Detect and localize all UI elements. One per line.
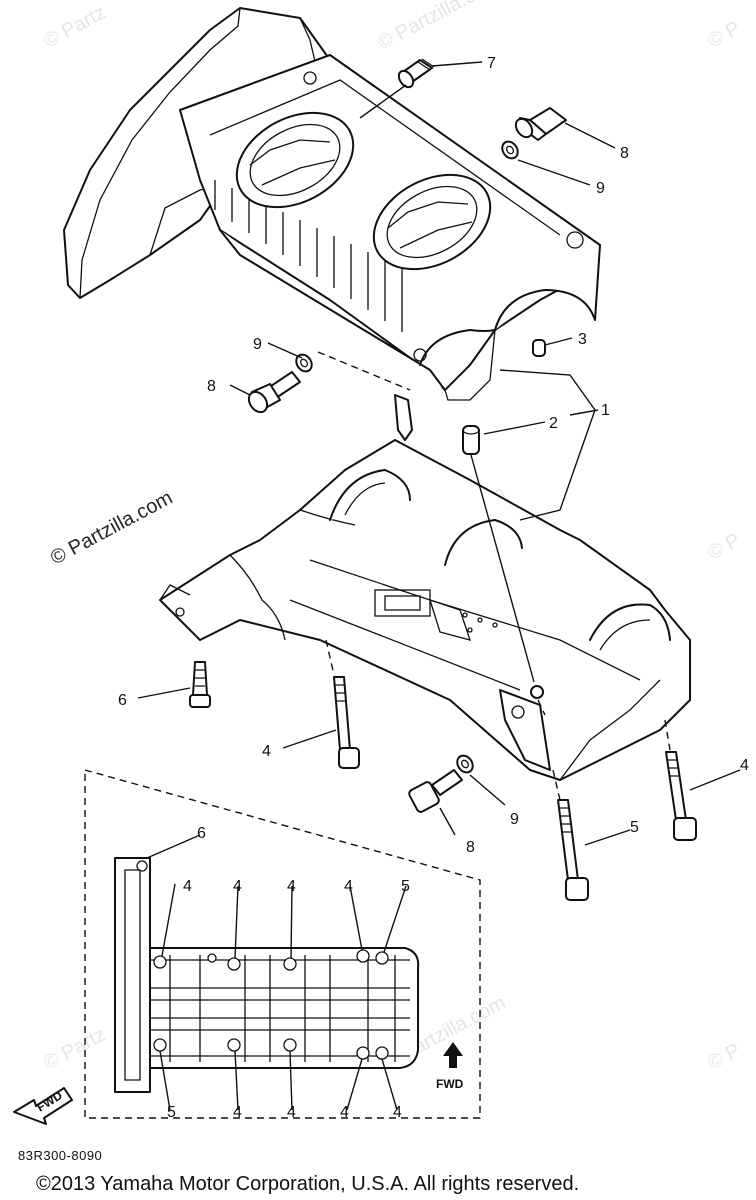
- bolt-5: [557, 799, 589, 901]
- callout-4-right: 4: [740, 757, 749, 774]
- copyright-footer: ©2013 Yamaha Motor Corporation, U.S.A. A…: [36, 1173, 579, 1195]
- callout-4-left: 4: [262, 743, 271, 760]
- watermark-faint: © P: [704, 529, 744, 564]
- callout-3: 3: [578, 331, 587, 348]
- bolt-6: [189, 661, 211, 708]
- watermark-faint: © Partz: [40, 1024, 109, 1075]
- fwd-arrow-icon: [443, 1042, 463, 1068]
- callout-8-mid: 8: [207, 378, 216, 395]
- callout-2: 2: [549, 415, 558, 432]
- callout-8-lower: 8: [466, 839, 475, 856]
- upper-crankcase: [63, 7, 601, 401]
- inset-callout-4: 4: [344, 878, 353, 895]
- callout-9-lower: 9: [510, 811, 519, 828]
- dowel-2: [462, 425, 480, 455]
- callout-5: 5: [630, 819, 639, 836]
- inset-callout-6: 6: [197, 825, 206, 842]
- bolt-4-right: [665, 751, 697, 841]
- callout-7: 7: [487, 55, 496, 72]
- callout-8-top: 8: [620, 145, 629, 162]
- inset-callout-4: 4: [233, 878, 242, 895]
- part-code: 83R300-8090: [18, 1148, 102, 1163]
- lower-crankcase: [159, 394, 691, 781]
- washer-9-mid: [295, 353, 313, 373]
- bolt-8-top: [514, 107, 567, 141]
- watermark-faint: © P: [704, 17, 744, 52]
- inset-callout-4: 4: [287, 878, 296, 895]
- callout-9-top: 9: [596, 180, 605, 197]
- inset-callout-4: 4: [183, 878, 192, 895]
- bolt-7: [397, 58, 435, 89]
- washer-9-top: [501, 140, 519, 160]
- inset-callout-4: 4: [287, 1104, 296, 1121]
- inset-callout-4: 4: [233, 1104, 242, 1121]
- leader-lines: [137, 61, 741, 846]
- bolt-tightening-inset: 6 4 4 4 4 5 5 4 4 4 4 FWD FWD: [13, 769, 481, 1125]
- fwd-label: FWD: [436, 1077, 464, 1091]
- inset-callout-4: 4: [340, 1104, 349, 1121]
- callout-1: 1: [601, 402, 610, 419]
- washer-9-lower: [456, 754, 474, 774]
- fwd-badge-arrow-icon: FWD: [13, 1087, 73, 1125]
- callout-6: 6: [118, 692, 127, 709]
- watermark-faint: © P: [704, 1039, 744, 1074]
- watermark-faint: © Partzilla.com: [374, 0, 503, 54]
- inset-callout-4: 4: [393, 1104, 402, 1121]
- inset-callout-5: 5: [167, 1104, 176, 1121]
- watermark: © Partzilla.com: [47, 487, 176, 570]
- bolt-4-left: [333, 676, 360, 769]
- callout-9-mid: 9: [253, 336, 262, 353]
- inset-callout-5: 5: [401, 878, 410, 895]
- bolt-8-mid: [247, 371, 301, 414]
- watermark-faint: © Partz: [40, 2, 109, 53]
- bolt-8-lower: [408, 769, 463, 813]
